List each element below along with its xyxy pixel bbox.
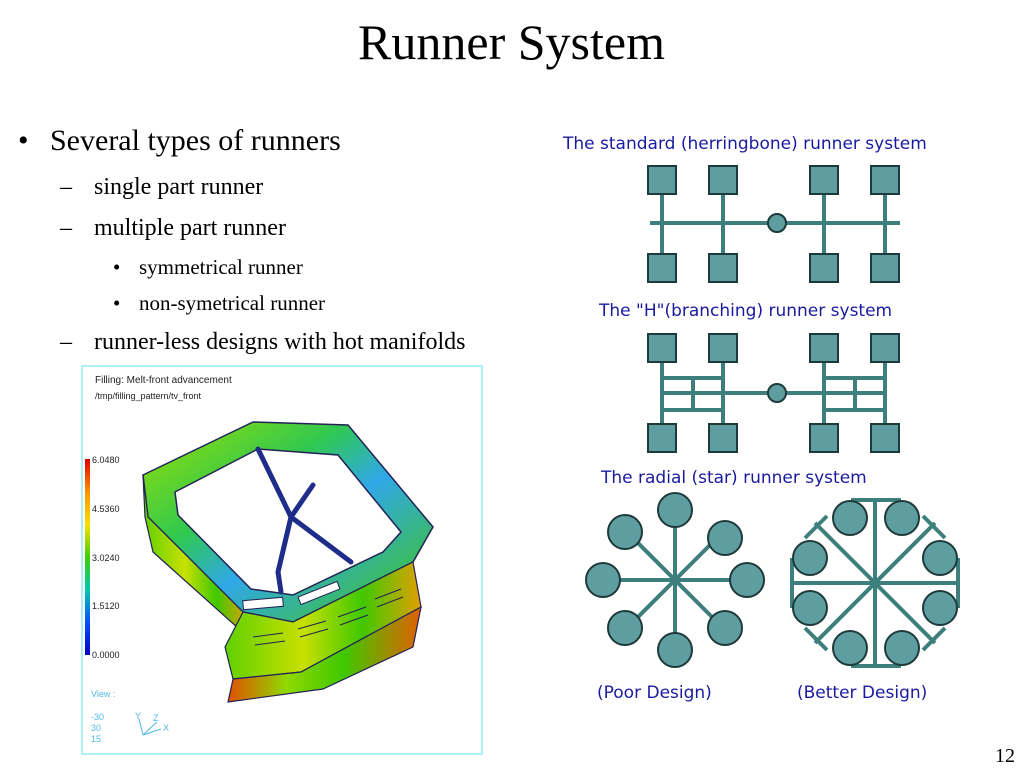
runner-systems-diagram: The standard (herringbone) runner system…: [562, 134, 960, 703]
simulation-path: /tmp/filling_pattern/tv_front: [95, 391, 202, 401]
cavity: [708, 423, 738, 453]
cavity: [809, 333, 839, 363]
cavity: [647, 253, 677, 283]
part-vents: [252, 588, 404, 646]
bullet-list: • Several types of runners – single part…: [0, 0, 560, 380]
cavity: [708, 333, 738, 363]
scale-tick: 1.5120: [92, 601, 120, 611]
axis-label: X: [163, 723, 169, 733]
part-slot: [297, 580, 341, 606]
bullet-marker: •: [113, 291, 121, 315]
cavity: [729, 562, 765, 598]
better-design-label: (Better Design): [797, 683, 927, 703]
cavity: [585, 562, 621, 598]
bullet-text: symmetrical runner: [139, 255, 303, 279]
cavity: [870, 253, 900, 283]
cavity: [657, 492, 693, 528]
part-slot: [242, 596, 284, 611]
sprue: [767, 383, 787, 403]
bullet-text: single part runner: [94, 174, 264, 200]
cavity: [870, 333, 900, 363]
h-branching-system: [647, 333, 900, 453]
dash-marker: –: [60, 329, 72, 355]
branching-label: The "H"(branching) runner system: [598, 301, 892, 321]
cavity: [809, 253, 839, 283]
cavity: [884, 630, 920, 666]
page-number: 12: [995, 745, 1015, 767]
view-value: 15: [91, 734, 102, 744]
radial-better-design: [790, 498, 960, 668]
cavity: [607, 514, 643, 550]
view-value: 30: [91, 723, 102, 733]
scale-tick: 0.0000: [92, 650, 120, 660]
cavity: [832, 630, 868, 666]
bullet-marker: •: [18, 124, 29, 157]
view-value: -30: [91, 712, 105, 722]
radial-poor-design: [585, 492, 765, 668]
radial-label: The radial (star) runner system: [600, 468, 867, 488]
cavity: [647, 165, 677, 195]
cavity: [870, 165, 900, 195]
slide-title: Runner System: [358, 14, 665, 70]
cavity: [870, 423, 900, 453]
cavity: [809, 165, 839, 195]
scale-tick: 4.5360: [92, 504, 120, 514]
cavity: [922, 590, 958, 626]
cavity: [792, 590, 828, 626]
cavity: [647, 333, 677, 363]
cavity: [708, 165, 738, 195]
cavity: [707, 610, 743, 646]
bullet-text: runner-less designs with hot manifolds: [94, 329, 466, 355]
bullet-text: non-symetrical runner: [139, 291, 326, 315]
cavity: [647, 423, 677, 453]
cavity: [809, 423, 839, 453]
herringbone-system: [647, 165, 900, 283]
bullet-text: Several types of runners: [50, 124, 341, 157]
cavity: [607, 610, 643, 646]
scale-tick: 3.0240: [92, 553, 120, 563]
dash-marker: –: [60, 174, 72, 200]
cavity: [708, 253, 738, 283]
axis-label: Z: [153, 713, 159, 723]
bullet-text: multiple part runner: [94, 215, 286, 241]
cavity: [707, 520, 743, 556]
part-skirt: [227, 605, 422, 703]
herringbone-label: The standard (herringbone) runner system: [562, 134, 927, 154]
dash-marker: –: [60, 215, 72, 241]
cavity: [832, 500, 868, 536]
view-label: View :: [91, 689, 116, 699]
axis-label: Y: [135, 711, 141, 721]
filling-simulation-image: Filling: Melt-front advancement /tmp/fil…: [81, 365, 483, 755]
runner-paths: [255, 446, 354, 595]
molded-part-render: Y Z X: [135, 421, 434, 736]
cavity: [792, 540, 828, 576]
cavity: [657, 632, 693, 668]
sprue: [767, 213, 787, 233]
bullet-marker: •: [113, 255, 121, 279]
cavity: [922, 540, 958, 576]
simulation-title: Filling: Melt-front advancement: [95, 375, 232, 386]
poor-design-label: (Poor Design): [597, 683, 712, 703]
scale-tick: 6.0480: [92, 455, 120, 465]
cavity: [884, 500, 920, 536]
axis-triad-icon: [138, 718, 162, 736]
color-scale-bar: [85, 459, 90, 655]
